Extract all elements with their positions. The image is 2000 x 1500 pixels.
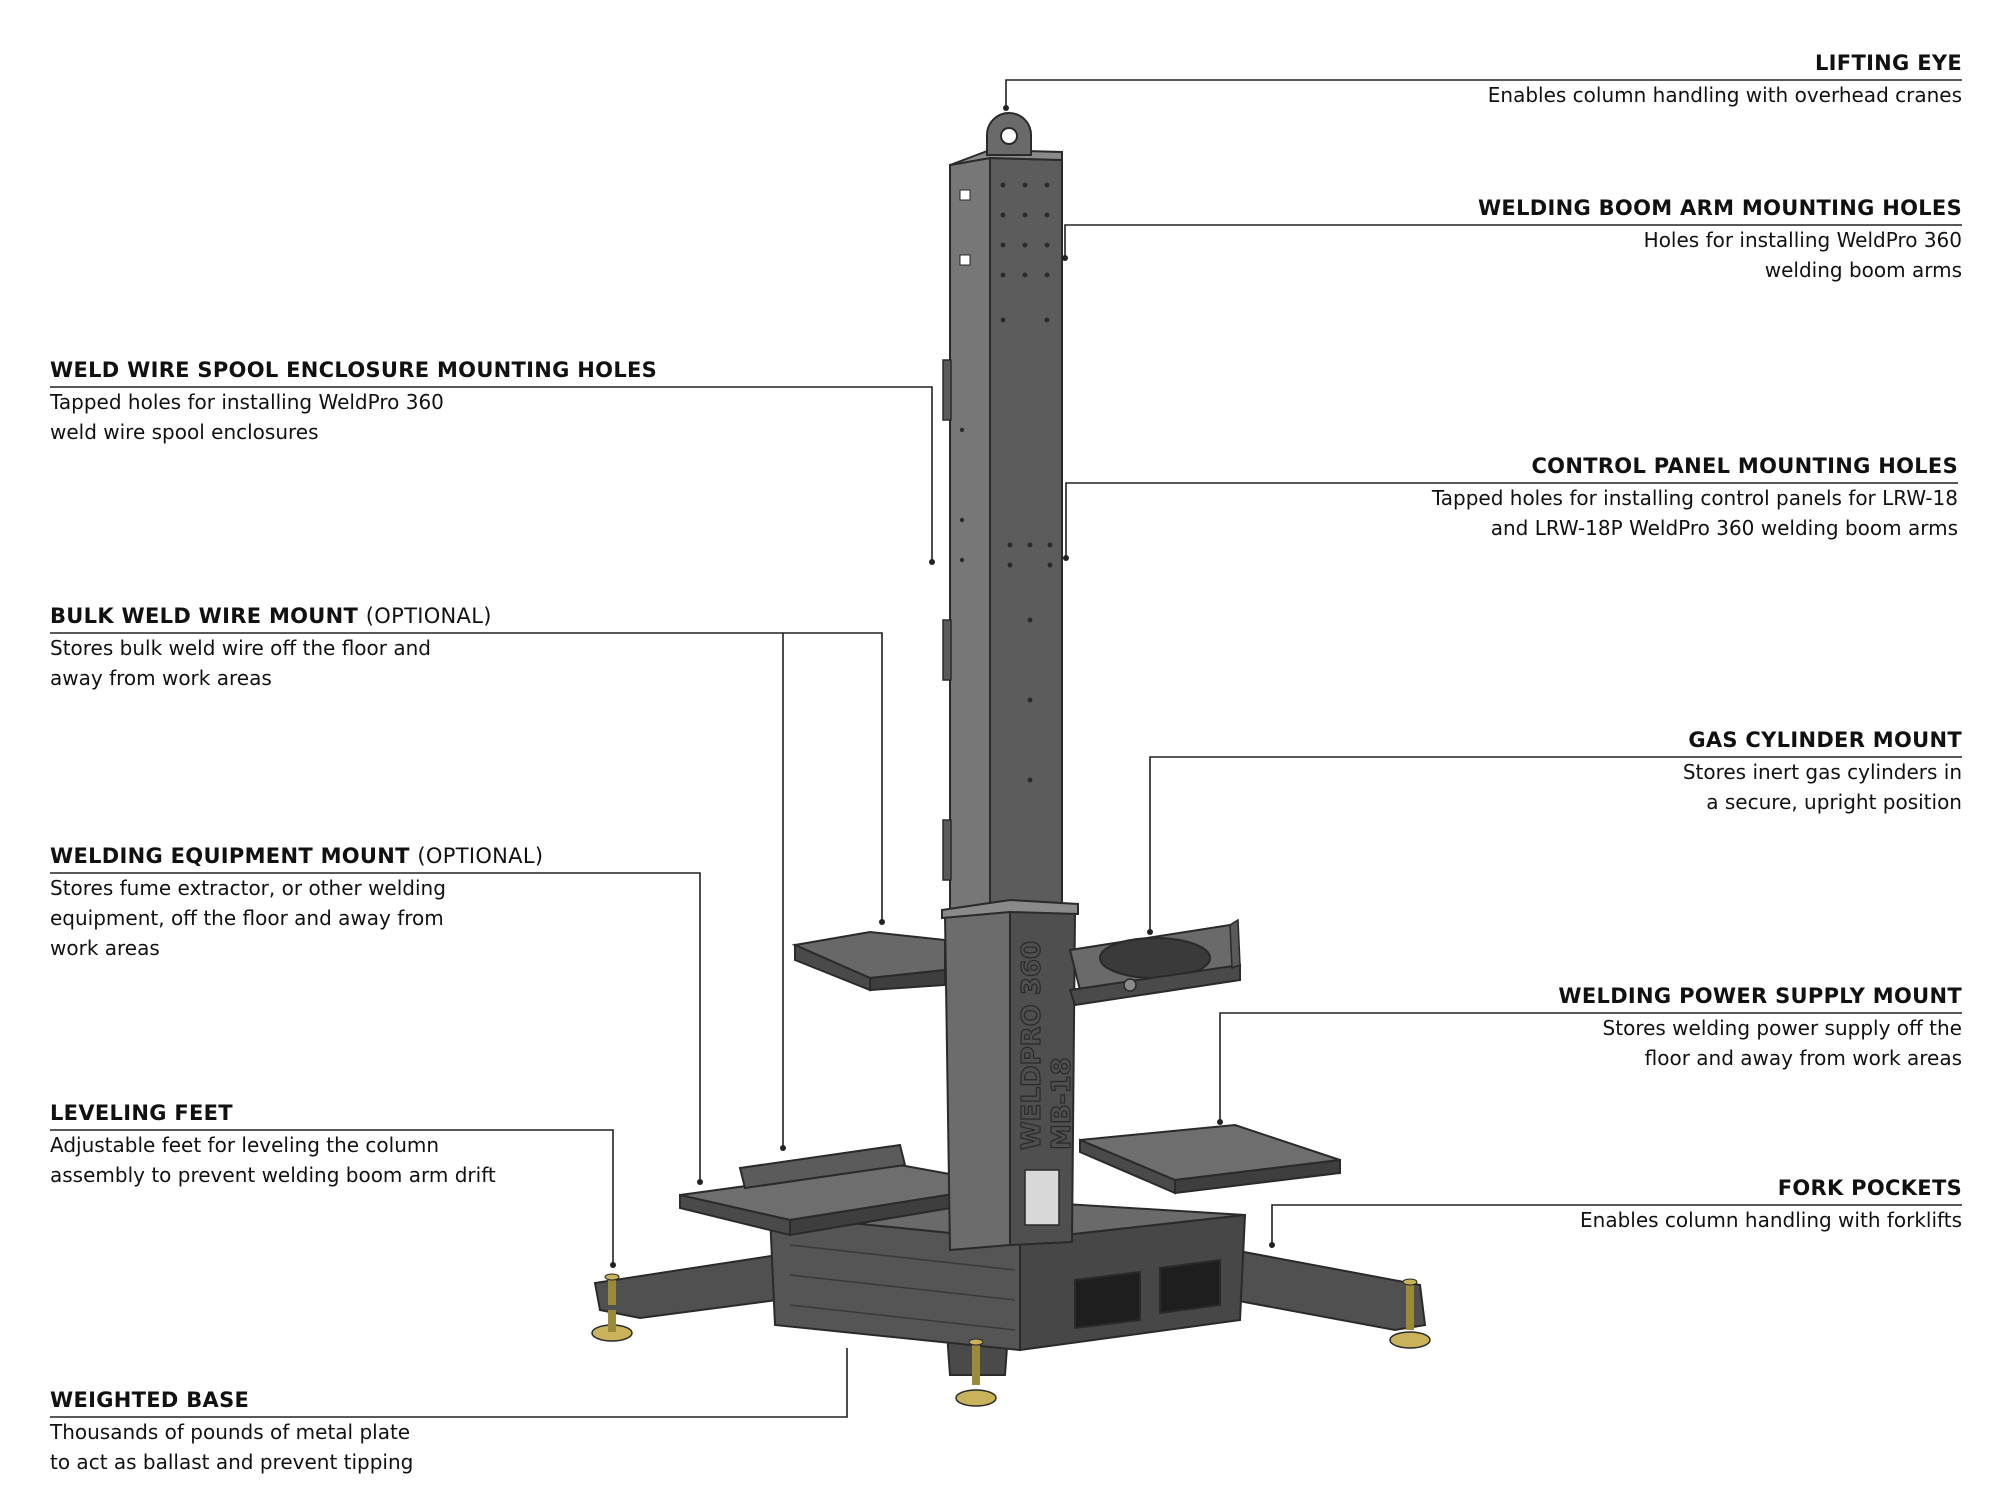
callout-fork-pockets: FORK POCKETS Enables column handling wit…: [1580, 1173, 1962, 1235]
leader-lines: [50, 79, 1962, 1418]
leader-boom-arm-holes: [1064, 224, 1962, 258]
callout-fork-pockets-title: FORK POCKETS: [1777, 1176, 1962, 1200]
leader-gas-cylinder: [1149, 756, 1962, 932]
leader-spool-enclosure: [50, 386, 933, 562]
leveling-foot-front: [955, 1338, 997, 1407]
callout-weighted-base-desc-line1: Thousands of pounds of metal plate: [50, 1420, 411, 1444]
column-sleeve-cap: [941, 898, 1079, 920]
callout-power-supply-mount: WELDING POWER SUPPLY MOUNT Stores weldin…: [1558, 981, 1962, 1073]
column-assembly-illustration: WELDPRO 360 MB-18: [591, 112, 1431, 1407]
serial-plate: [1024, 1169, 1060, 1226]
leveling-foot-left: [591, 1273, 633, 1342]
leader-leveling-feet: [50, 1129, 614, 1265]
product-label: WELDPRO 360 MB-18: [1016, 940, 1077, 1150]
callout-equipment-mount-desc-line2: equipment, off the floor and away from: [50, 906, 444, 930]
callout-leveling-feet-desc-line2: assembly to prevent welding boom arm dri…: [50, 1163, 496, 1187]
callout-lifting-eye-desc-line1: Enables column handling with overhead cr…: [1487, 83, 1962, 107]
callout-control-panel-holes-title: CONTROL PANEL MOUNTING HOLES: [1531, 454, 1958, 478]
callout-leveling-feet-title: LEVELING FEET: [50, 1101, 233, 1125]
callout-weighted-base-desc-line2: to act as ballast and prevent tipping: [50, 1450, 414, 1474]
callout-lifting-eye-title: LIFTING EYE: [1815, 51, 1962, 75]
callout-spool-enclosure-holes: WELD WIRE SPOOL ENCLOSURE MOUNTING HOLES…: [50, 355, 657, 447]
column-lower-left-face: [943, 908, 1011, 1252]
product-label-line2: MB-18: [1047, 1057, 1077, 1150]
column-top-cap: [949, 148, 1063, 166]
callout-boom-arm-holes-desc-line1: Holes for installing WeldPro 360: [1643, 228, 1962, 252]
column-upper-left-face: [949, 156, 991, 917]
callout-gas-cylinder-mount-desc-line1: Stores inert gas cylinders in: [1682, 760, 1962, 784]
leader-fork-pockets: [1271, 1204, 1962, 1245]
gas-cylinder-mount: [1068, 918, 1242, 1007]
callout-fork-pockets-desc-line1: Enables column handling with forklifts: [1580, 1208, 1962, 1232]
callout-gas-cylinder-mount-title: GAS CYLINDER MOUNT: [1688, 728, 1962, 752]
callout-bulk-wire-mount: BULK WELD WIRE MOUNT (OPTIONAL) Stores b…: [50, 601, 492, 693]
callout-weighted-base: WEIGHTED BASE Thousands of pounds of met…: [50, 1385, 413, 1477]
leader-bulk-wire: [50, 632, 883, 922]
callout-boom-arm-holes-title: WELDING BOOM ARM MOUNTING HOLES: [1477, 196, 1962, 220]
callout-control-panel-holes-desc-line2: and LRW-18P WeldPro 360 welding boom arm…: [1490, 516, 1958, 540]
callout-equipment-mount-desc-line3: work areas: [50, 936, 160, 960]
product-label-line1: WELDPRO 360: [1017, 941, 1047, 1150]
leader-power-supply: [1219, 1012, 1962, 1122]
callout-spool-enclosure-holes-title: WELD WIRE SPOOL ENCLOSURE MOUNTING HOLES: [50, 358, 658, 382]
power-supply-tray-side: [1079, 1138, 1176, 1195]
column-upper-right-face: [989, 156, 1063, 912]
callout-power-supply-mount-title: WELDING POWER SUPPLY MOUNT: [1558, 984, 1962, 1008]
spool-enclosure-mounting-holes: [959, 427, 965, 563]
callout-weighted-base-title: WEIGHTED BASE: [50, 1388, 250, 1412]
callout-leveling-feet-desc-line1: Adjustable feet for leveling the column: [50, 1133, 440, 1157]
leveling-foot-right: [1389, 1278, 1431, 1349]
lifting-eye: [986, 112, 1032, 156]
callout-boom-arm-holes-desc-line2: welding boom arms: [1764, 258, 1962, 282]
callout-control-panel-holes-desc-line1: Tapped holes for installing control pane…: [1431, 486, 1958, 510]
callout-leveling-feet: LEVELING FEET Adjustable feet for leveli…: [50, 1098, 496, 1190]
callout-equipment-mount: WELDING EQUIPMENT MOUNT (OPTIONAL) Store…: [50, 841, 543, 963]
callout-power-supply-mount-desc-line1: Stores welding power supply off the: [1602, 1016, 1962, 1040]
callout-bulk-wire-mount-title: BULK WELD WIRE MOUNT: [50, 604, 359, 628]
callout-control-panel-holes: CONTROL PANEL MOUNTING HOLES Tapped hole…: [1432, 451, 1958, 543]
callout-boom-arm-holes: WELDING BOOM ARM MOUNTING HOLES Holes fo…: [1478, 193, 1962, 285]
callout-power-supply-mount-desc-line2: floor and away from work areas: [1644, 1046, 1962, 1070]
fork-pocket-right: [1159, 1258, 1221, 1315]
callout-bulk-wire-mount-desc-line2: away from work areas: [50, 666, 272, 690]
callout-lifting-eye: LIFTING EYE Enables column handling with…: [1488, 48, 1962, 110]
callout-spool-enclosure-holes-desc-line1: Tapped holes for installing WeldPro 360: [50, 390, 444, 414]
callout-bulk-wire-mount-optional: (OPTIONAL): [365, 604, 492, 628]
equipment-tray-backrail: [738, 1143, 907, 1190]
leader-lifting-eye: [1005, 79, 1962, 108]
leader-equipment-mount: [50, 872, 701, 1182]
leader-weighted-base: [50, 1348, 848, 1418]
bulk-wire-mount-bracket: [869, 968, 946, 992]
boom-arm-mounting-holes: [1000, 182, 1050, 323]
fork-pocket-left: [1074, 1270, 1141, 1330]
callout-bulk-wire-mount-desc-line1: Stores bulk weld wire off the floor and: [50, 636, 431, 660]
callout-equipment-mount-optional: (OPTIONAL): [417, 844, 544, 868]
callout-equipment-mount-title: WELDING EQUIPMENT MOUNT: [50, 844, 410, 868]
callout-spool-enclosure-holes-desc-line2: weld wire spool enclosures: [50, 420, 319, 444]
callout-gas-cylinder-mount-desc-line2: a secure, upright position: [1706, 790, 1962, 814]
control-panel-mounting-holes: [1007, 542, 1053, 783]
leader-endpoints: [610, 105, 1275, 1268]
callout-equipment-mount-desc-line1: Stores fume extractor, or other welding: [50, 876, 446, 900]
leader-control-panel: [1065, 482, 1958, 558]
callout-gas-cylinder-mount: GAS CYLINDER MOUNT Stores inert gas cyli…: [1683, 725, 1962, 817]
